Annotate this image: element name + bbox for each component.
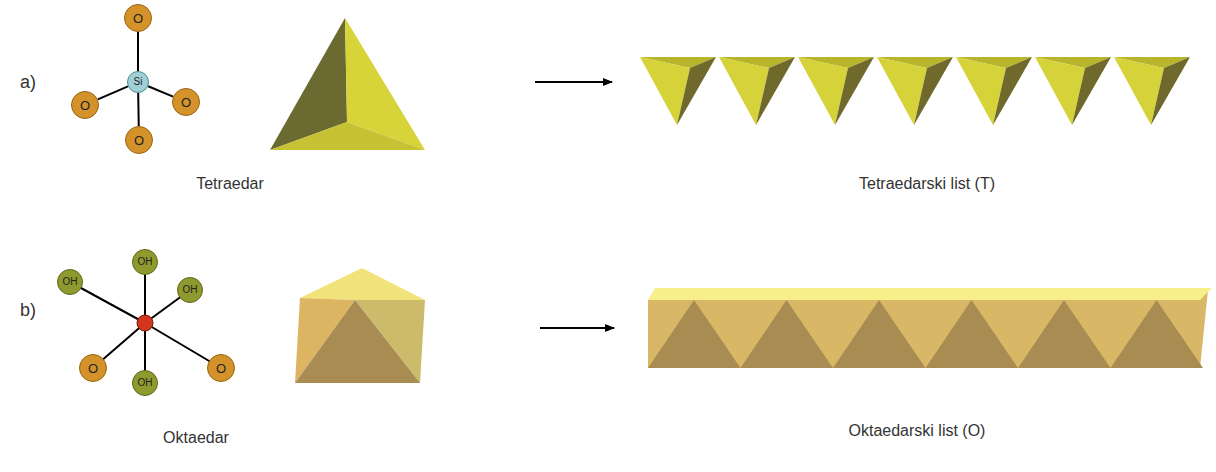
sheet-face	[833, 300, 926, 368]
octahedral-sheet	[648, 288, 1212, 368]
atom-symbol: O	[80, 99, 90, 112]
bond-line	[137, 93, 140, 126]
sheet-face	[648, 300, 741, 368]
sheet-face	[993, 57, 1032, 125]
atom-circle: O	[125, 126, 153, 154]
atom-symbol: OH	[63, 277, 78, 287]
caption-label: Oktaedarski list (O)	[849, 421, 986, 440]
sheet-face	[926, 300, 1019, 368]
atom-circle: O	[71, 91, 99, 119]
octahedron	[295, 268, 425, 383]
atom-symbol: O	[216, 362, 226, 375]
atom-circle: O	[79, 354, 107, 382]
octahedron-bonds	[70, 262, 221, 383]
atom-circle: OH	[177, 277, 203, 303]
atom-circle: O	[124, 4, 152, 32]
part-letter: a)	[20, 72, 36, 94]
atom-circle: OH	[132, 370, 158, 396]
sheet-face	[914, 57, 953, 125]
atom-symbol: OH	[138, 257, 153, 267]
tetrahedral-sheet	[640, 57, 1190, 125]
sheet-face	[677, 57, 716, 125]
arrow	[540, 327, 614, 329]
atom-symbol: O	[181, 96, 191, 109]
atom-symbol: O	[133, 12, 143, 25]
atom-symbol: OH	[138, 378, 153, 388]
atom-symbol: O	[134, 134, 144, 147]
caption-label: Tetraedar	[196, 174, 264, 193]
sheet-face	[835, 57, 874, 125]
part-letter: b)	[20, 300, 36, 322]
atom-circle: Si	[127, 71, 149, 93]
arrow	[535, 81, 612, 83]
bond-line	[98, 86, 128, 99]
caption-label: Tetraedarski list (T)	[859, 174, 995, 193]
sheet-face	[1018, 300, 1111, 368]
caption-label: Oktaedar	[163, 428, 229, 447]
atom-circle: OH	[57, 269, 83, 295]
sheet-face	[1072, 57, 1111, 125]
bond-line	[148, 86, 173, 96]
atom-symbol: O	[88, 362, 98, 375]
sheet-face	[1111, 300, 1204, 368]
atom-circle: O	[172, 88, 200, 116]
sheet-face	[741, 300, 834, 368]
bond-line	[137, 32, 139, 71]
atom-symbol: OH	[183, 285, 198, 295]
atom-circle: O	[207, 354, 235, 382]
central-atom	[137, 315, 153, 331]
tetrahedron	[270, 18, 425, 150]
sheet-face	[756, 57, 795, 125]
atom-symbol: Si	[134, 77, 143, 87]
atom-circle: OH	[132, 249, 158, 275]
sheet-face	[1151, 57, 1190, 125]
